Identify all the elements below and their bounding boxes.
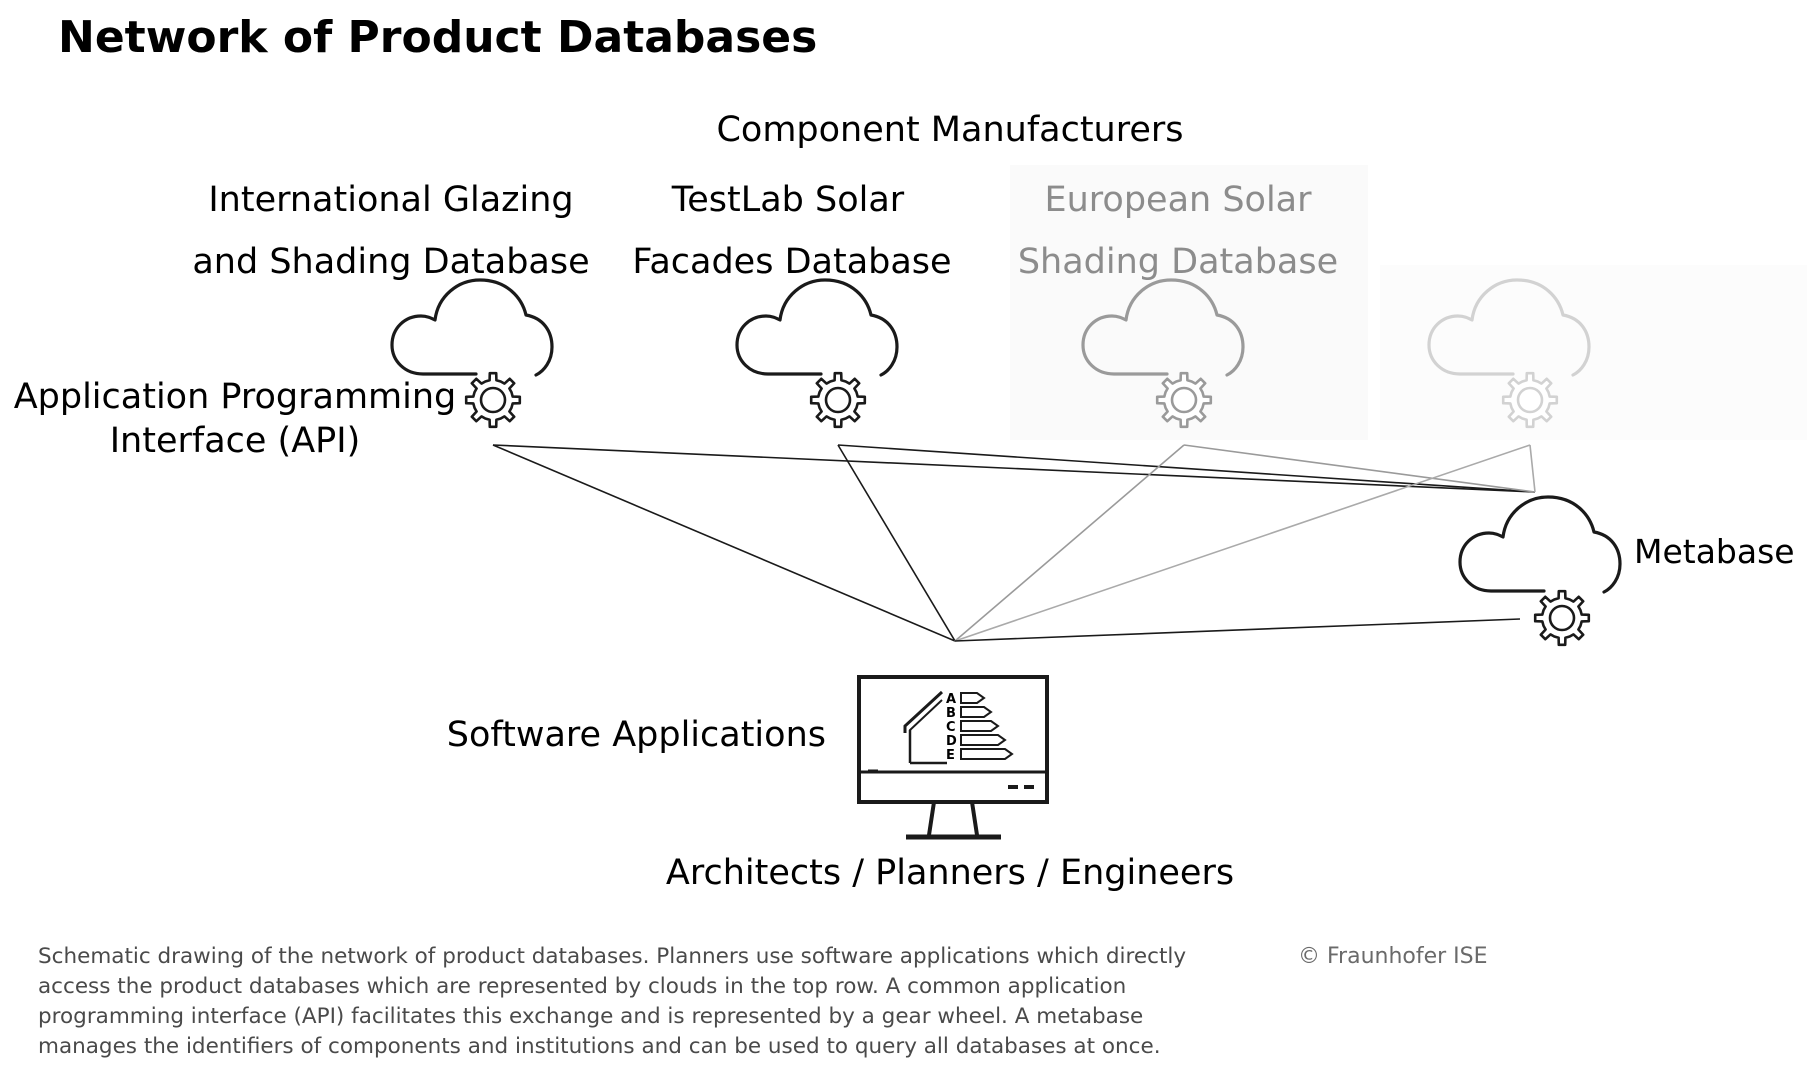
- energy-class-letter: A: [946, 692, 956, 707]
- link-db2-software: [837, 444, 956, 642]
- energy-class-letter: B: [946, 706, 956, 721]
- connections: [492, 444, 1536, 642]
- energy-class-arrow: [960, 706, 993, 718]
- caption-line-4: manages the identifiers of components an…: [38, 1034, 1161, 1059]
- energy-class-letter: D: [946, 734, 957, 749]
- database-1-label-line2: and Shading Database: [192, 242, 589, 282]
- metabase-label: Metabase: [1634, 532, 1795, 571]
- copyright-notice: © Fraunhofer ISE: [1298, 944, 1488, 969]
- gear-icon: [1155, 371, 1213, 429]
- api-label-line1: Application Programming: [14, 377, 457, 417]
- energy-class-arrow: [960, 734, 1007, 746]
- link-db3-software: [954, 444, 1185, 642]
- energy-class-letter: C: [946, 720, 956, 735]
- energy-class-arrow: [960, 720, 1000, 732]
- link-metabase-software: [954, 618, 1521, 642]
- link-db4-software: [954, 444, 1531, 642]
- gear-icon: [464, 371, 522, 429]
- house-icon: [903, 690, 944, 733]
- users-label: Architects / Planners / Engineers: [666, 853, 1234, 893]
- metabase-cloud-icon: [1458, 495, 1622, 594]
- link-db1-metabase: [492, 444, 1536, 493]
- page-title: Network of Product Databases: [58, 12, 817, 63]
- cloud-icon: [390, 278, 554, 377]
- link-db3-metabase: [1183, 444, 1536, 493]
- database-labels: International Glazing and Shading Databa…: [192, 180, 1338, 282]
- energy-class-arrow: [960, 748, 1014, 760]
- faded-panel-4: [1380, 265, 1807, 440]
- energy-class-arrow: [960, 692, 986, 704]
- gear-icon: [809, 371, 867, 429]
- database-3-label-line2: Shading Database: [1018, 242, 1338, 282]
- link-db1-software: [492, 444, 956, 642]
- caption: Schematic drawing of the network of prod…: [38, 944, 1186, 1059]
- link-db4-metabase: [1529, 444, 1536, 493]
- caption-line-3: programming interface (API) facilitates …: [38, 1004, 1143, 1029]
- database-2-label-line2: Facades Database: [632, 242, 951, 282]
- caption-line-2: access the product databases which are r…: [38, 974, 1126, 999]
- component-manufacturers-label: Component Manufacturers: [716, 110, 1183, 150]
- software-applications-label: Software Applications: [447, 715, 826, 755]
- api-label-line2: Interface (API): [110, 421, 361, 461]
- caption-line-1: Schematic drawing of the network of prod…: [38, 944, 1186, 969]
- metabase-gear-icon: [1533, 589, 1591, 647]
- energy-class-letter: E: [946, 748, 955, 763]
- gear-icon: [1501, 371, 1559, 429]
- database-2-label-line1: TestLab Solar: [671, 180, 905, 220]
- database-3-label-line1: European Solar: [1044, 180, 1312, 220]
- cloud-icon: [735, 278, 899, 377]
- link-db2-metabase: [837, 444, 1536, 493]
- database-1-label-line1: International Glazing: [208, 180, 573, 220]
